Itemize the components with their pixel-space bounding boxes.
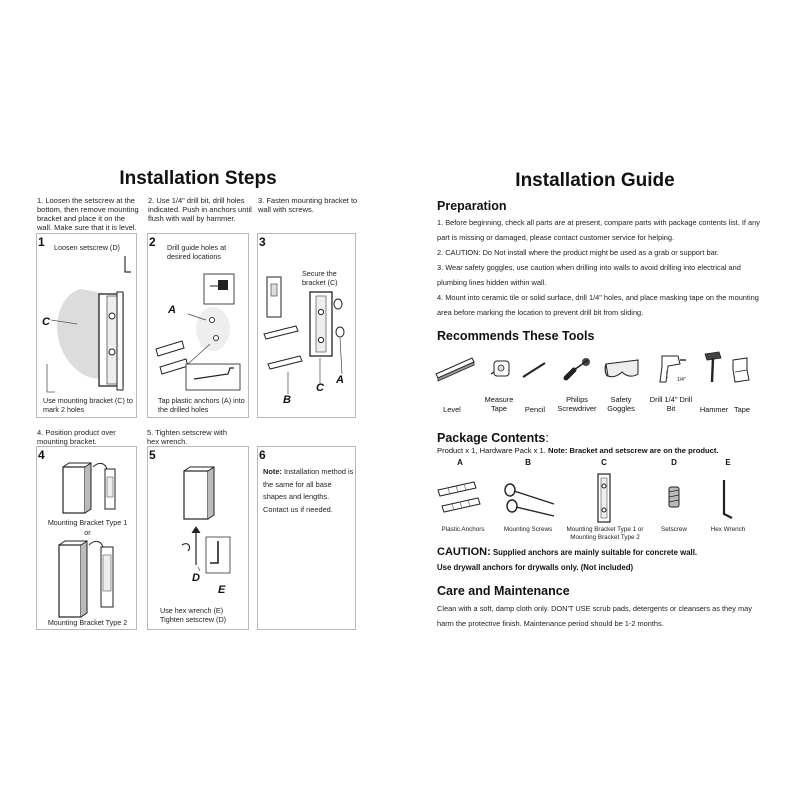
mounting-screws-icon — [504, 483, 555, 517]
label-c: C — [42, 316, 50, 328]
setscrew-icon — [668, 486, 680, 508]
label-b: B — [283, 394, 291, 406]
step-panel-6: 6 Note: Installation method is the same … — [257, 446, 356, 630]
tools-heading: Recommends These Tools — [437, 329, 595, 343]
preparation-item-4: 4. Mount into ceramic tile or solid surf… — [437, 293, 759, 317]
tool-label-tape: Tape — [733, 405, 751, 414]
step-5-bottom-caption: Use hex wrench (E) Tighten setscrew (D) — [160, 606, 227, 624]
tool-label-pencil: Pencil — [524, 405, 546, 414]
label-e: E — [218, 584, 226, 596]
step-2-bottom-caption: Tap plastic anchors (A) into the drilled… — [158, 396, 245, 414]
preparation-item-1: 1. Before beginning, check all parts are… — [437, 218, 760, 242]
step-panel-4: 4 Mounting Bracket Type 1 or Mounting Br… — [36, 446, 137, 630]
step-panel-2: 2 Drill guide holes at desired locations… — [147, 233, 249, 418]
package-name-hex-wrench: Hex Wrench — [710, 526, 746, 533]
package-letter-d: D — [671, 458, 677, 467]
step-number: 4 — [38, 448, 45, 462]
plastic-anchors-icon — [437, 481, 481, 513]
note-label: Note: — [263, 467, 282, 476]
package-letter-a: A — [457, 458, 463, 467]
package-letter-b: B — [525, 458, 531, 467]
goggles-icon — [604, 359, 639, 378]
tool-label-measure-tape: Measure Tape — [484, 395, 514, 413]
preparation-item-3: 3. Wear safety goggles, use caution when… — [437, 263, 741, 287]
loosen-setscrew-illustration — [46, 256, 131, 393]
installation-guide-title: Installation Guide — [515, 170, 675, 191]
installation-note: Note: Installation method is the same fo… — [263, 466, 355, 516]
step-2-top-caption: Drill guide holes at desired locations — [167, 243, 227, 261]
tool-label-drill: Drill 1/4" Drill Bit — [649, 395, 693, 413]
care-heading: Care and Maintenance — [437, 584, 570, 598]
package-letter-c: C — [601, 458, 607, 467]
step-1-bottom-caption: Use mounting bracket (C) to mark 2 holes — [43, 396, 133, 414]
drill-bit-size-label: 1/4" — [677, 377, 686, 383]
instruction-4: 4. Position product over mounting bracke… — [37, 428, 116, 446]
measure-tape-icon — [490, 360, 510, 377]
package-heading-colon: : — [545, 431, 549, 445]
position-product-illustration — [58, 462, 116, 618]
secure-bracket-illustration — [263, 276, 345, 394]
step-1-top-caption: Loosen setscrew (D) — [54, 243, 120, 252]
label-a: A — [168, 304, 176, 316]
hex-wrench-icon — [722, 480, 733, 519]
tool-label-screwdriver: Philips Screwdriver — [557, 395, 597, 413]
instruction-2: 2. Use 1/4" drill bit, drill holes indic… — [148, 196, 252, 223]
installation-steps-title: Installation Steps — [119, 168, 277, 189]
step-panel-5: 5 D E Use hex wrench (E) Tighten setscre… — [147, 446, 249, 630]
note-text: Installation method is the same for all … — [263, 467, 354, 514]
package-heading-text: Package Contents — [437, 431, 546, 445]
mounting-bracket-icon — [597, 473, 611, 523]
instruction-3: 3. Fasten mounting bracket to wall with … — [258, 196, 358, 214]
tool-label-goggles: Safety Goggles — [607, 395, 635, 413]
package-name-setscrew: Setscrew — [661, 526, 687, 533]
caution-text-1: Supplied anchors are mainly suitable for… — [490, 548, 698, 557]
bracket-type-1-caption: Mounting Bracket Type 1 — [47, 518, 128, 527]
step-3-top-caption: Secure the bracket (C) — [302, 269, 338, 287]
package-name-bracket: Mounting Bracket Type 1 or Mounting Brac… — [566, 526, 644, 541]
or-caption: or — [84, 528, 91, 537]
drill-icon — [659, 355, 686, 383]
screwdriver-icon — [563, 358, 590, 381]
pencil-icon — [522, 362, 546, 378]
tape-icon — [732, 357, 750, 383]
label-a: A — [336, 374, 344, 386]
caution-line-1: CAUTION: Supplied anchors are mainly sui… — [437, 546, 697, 558]
tool-label-hammer: Hammer — [699, 405, 729, 414]
instruction-1: 1. Loosen the setscrew at the bottom, th… — [37, 196, 139, 232]
package-name-screws: Mounting Screws — [503, 526, 553, 533]
drill-anchors-illustration — [155, 273, 241, 391]
package-contents-heading: Package Contents: — [437, 431, 549, 445]
preparation-item-2: 2. CAUTION: Do Not install where the pro… — [437, 248, 719, 257]
package-letter-e: E — [725, 458, 731, 467]
package-summary: Product x 1, Hardware Pack x 1. Note: Br… — [437, 446, 718, 455]
preparation-heading: Preparation — [437, 199, 507, 213]
tool-label-level: Level — [443, 405, 461, 414]
caution-label: CAUTION: — [437, 546, 491, 558]
package-summary-plain: Product x 1, Hardware Pack x 1. — [437, 446, 548, 455]
step-panel-3: 3 Secure the bracket (C) B C A — [257, 233, 356, 418]
step-panel-1: 1 Loosen setscrew (D) C Use mounting bra… — [36, 233, 137, 418]
step-number: 1 — [38, 235, 45, 249]
hammer-icon — [704, 351, 722, 383]
label-c: C — [316, 382, 324, 394]
care-text: Clean with a soft, damp cloth only. DON'… — [437, 604, 752, 628]
caution-line-2: Use drywall anchors for drywalls only. (… — [437, 563, 634, 572]
package-summary-note: Note: Bracket and setscrew are on the pr… — [548, 446, 719, 455]
label-d: D — [192, 572, 200, 584]
step-number: 5 — [149, 448, 156, 462]
package-name-anchors: Plastic Anchors — [441, 526, 485, 533]
step-number: 6 — [259, 448, 266, 462]
step-number: 3 — [259, 235, 266, 249]
tighten-setscrew-illustration — [181, 466, 231, 574]
bracket-type-2-caption: Mounting Bracket Type 2 — [47, 618, 128, 627]
instruction-5: 5. Tighten setscrew with hex wrench. — [147, 428, 228, 446]
level-icon — [435, 357, 475, 382]
step-number: 2 — [149, 235, 156, 249]
